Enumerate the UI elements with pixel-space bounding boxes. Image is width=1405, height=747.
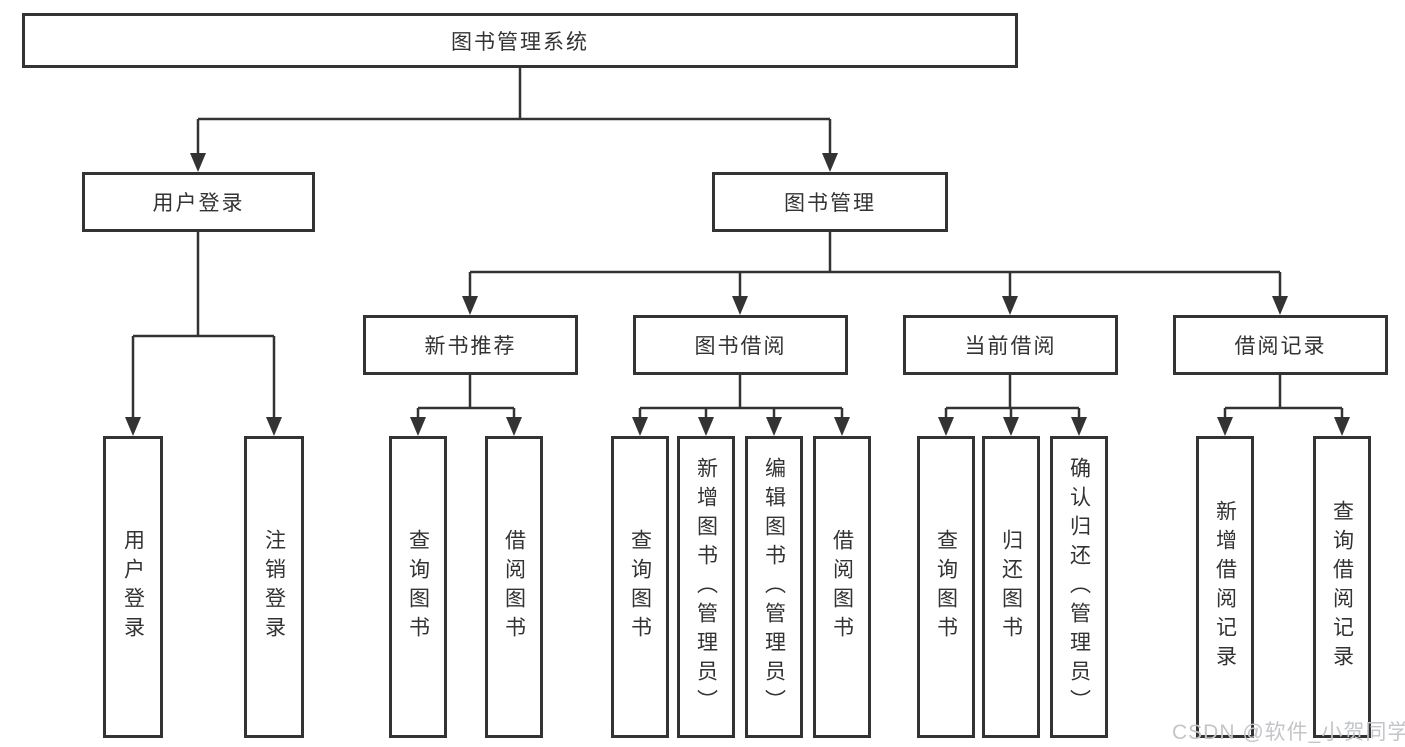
- leaf-edit-books-admin-label: 编辑图书（管理员）: [762, 456, 786, 718]
- node-current-borrow-label: 当前借阅: [964, 335, 1057, 358]
- leaf-confirm-return-admin: 确认归还（管理员）: [1050, 436, 1108, 738]
- leaf-query-borrow-record: 查询借阅记录: [1313, 436, 1371, 738]
- node-current-borrow: 当前借阅: [903, 315, 1118, 375]
- node-book-management-label: 图书管理: [784, 192, 876, 215]
- node-user-login-label: 用户登录: [152, 192, 245, 215]
- node-borrow-records: 借阅记录: [1173, 315, 1388, 375]
- leaf-add-books-admin-label: 新增图书（管理员）: [694, 456, 718, 718]
- leaf-confirm-return-admin-label: 确认归还（管理员）: [1067, 456, 1091, 718]
- leaf-query-books-borrow: 查询图书: [611, 436, 669, 738]
- leaf-return-books: 归还图书: [982, 436, 1040, 738]
- leaf-query-books-borrow-label: 查询图书: [628, 529, 652, 645]
- leaf-return-books-label: 归还图书: [999, 529, 1023, 645]
- node-new-book-recommend-label: 新书推荐: [424, 335, 517, 358]
- leaf-logout-label: 注销登录: [262, 529, 286, 645]
- leaf-add-borrow-record: 新增借阅记录: [1196, 436, 1254, 738]
- leaf-borrow-books-label: 借阅图书: [830, 529, 854, 645]
- node-library-system-label: 图书管理系统: [451, 30, 589, 54]
- leaf-user-login: 用户登录: [103, 436, 163, 738]
- leaf-borrow-books-recommend-label: 借阅图书: [502, 529, 526, 645]
- node-new-book-recommend: 新书推荐: [363, 315, 578, 375]
- leaf-query-books-recommend: 查询图书: [389, 436, 447, 738]
- leaf-add-borrow-record-label: 新增借阅记录: [1213, 500, 1237, 674]
- leaf-query-books-recommend-label: 查询图书: [406, 529, 430, 645]
- leaf-user-login-label: 用户登录: [121, 529, 145, 645]
- leaf-borrow-books-recommend: 借阅图书: [485, 436, 543, 738]
- leaf-query-borrow-record-label: 查询借阅记录: [1330, 500, 1354, 674]
- leaf-query-books-current-label: 查询图书: [934, 529, 958, 645]
- leaf-logout: 注销登录: [244, 436, 304, 738]
- node-user-login: 用户登录: [82, 172, 315, 232]
- leaf-edit-books-admin: 编辑图书（管理员）: [745, 436, 803, 738]
- node-borrow-records-label: 借阅记录: [1234, 335, 1327, 358]
- csdn-watermark: CSDN @软件_小贺同学: [1172, 721, 1405, 744]
- leaf-query-books-current: 查询图书: [917, 436, 975, 738]
- node-book-borrow: 图书借阅: [633, 315, 848, 375]
- node-library-system: 图书管理系统: [22, 13, 1018, 68]
- node-book-borrow-label: 图书借阅: [694, 335, 787, 358]
- leaf-borrow-books: 借阅图书: [813, 436, 871, 738]
- leaf-add-books-admin: 新增图书（管理员）: [677, 436, 735, 738]
- node-book-management: 图书管理: [712, 172, 948, 232]
